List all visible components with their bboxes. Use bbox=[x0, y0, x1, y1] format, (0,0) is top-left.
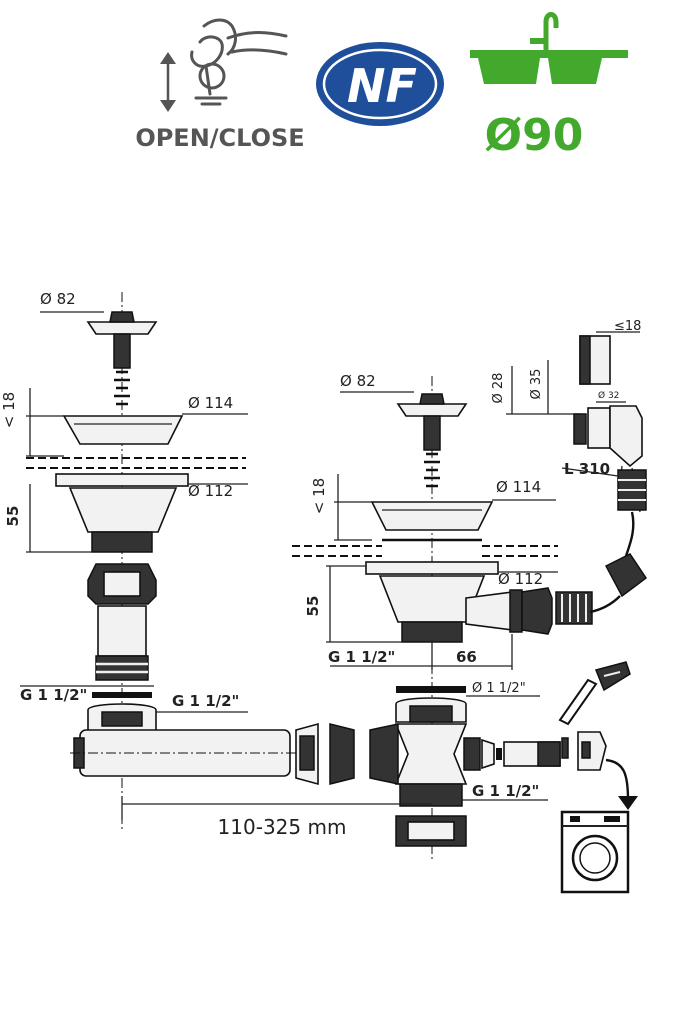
right-flange-diameter: Ø 112 bbox=[498, 570, 543, 588]
right-thread-outlet: G 1 1/2" bbox=[328, 648, 395, 666]
span-dimension: 110-325 mm bbox=[121, 796, 432, 839]
double-sink-icon bbox=[470, 12, 628, 84]
left-thread-right: G 1 1/2" bbox=[172, 692, 239, 710]
left-thread-left: G 1 1/2" bbox=[20, 686, 87, 704]
nf-certification-icon: NF bbox=[316, 42, 444, 126]
washing-machine-connection bbox=[561, 731, 638, 810]
span-label: 110-325 mm bbox=[218, 815, 347, 839]
open-close-icon: OPEN/CLOSE bbox=[135, 18, 305, 152]
right-drain-assembly: Ø 82 Ø 114 < 18 Ø 112 55 bbox=[292, 372, 593, 860]
left-top-diameter: Ø 114 bbox=[188, 394, 233, 412]
right-body-height: 55 bbox=[304, 596, 322, 617]
sink-diameter-label: Ø90 bbox=[485, 110, 584, 161]
right-thickness: < 18 bbox=[310, 478, 328, 514]
overflow-dim-35: Ø 35 bbox=[529, 369, 544, 400]
right-top-diameter: Ø 114 bbox=[496, 478, 541, 496]
right-siphon-thread-top: Ø 1 1/2" bbox=[472, 681, 526, 696]
overflow-thickness: ≤18 bbox=[614, 319, 641, 334]
left-body-height: 55 bbox=[4, 506, 22, 527]
right-overflow-offset: 66 bbox=[456, 648, 477, 666]
nf-logo-text: NF bbox=[347, 59, 417, 113]
overflow-hose-length: L 310 bbox=[564, 460, 610, 478]
overflow-dim-28: Ø 28 bbox=[491, 373, 506, 404]
left-thickness: < 18 bbox=[0, 392, 18, 428]
left-drain-assembly: Ø 82 Ø 114 < 18 Ø 112 55 G 1 1/2" bbox=[0, 290, 296, 830]
overflow-hose: ≤18 Ø 28 Ø 35 Ø 32 L 310 bbox=[491, 319, 648, 614]
overflow-dim-32: Ø 32 bbox=[598, 390, 619, 401]
dishwasher-hose-icon bbox=[558, 661, 631, 726]
left-flange-diameter: Ø 112 bbox=[188, 482, 233, 500]
right-strainer-diameter: Ø 82 bbox=[340, 372, 376, 390]
right-siphon-thread-bottom: G 1 1/2" bbox=[472, 782, 539, 800]
open-close-label: OPEN/CLOSE bbox=[135, 124, 304, 152]
left-strainer-diameter: Ø 82 bbox=[40, 290, 76, 308]
hand-updown-icon bbox=[160, 18, 288, 112]
washing-machine-icon bbox=[560, 810, 630, 894]
